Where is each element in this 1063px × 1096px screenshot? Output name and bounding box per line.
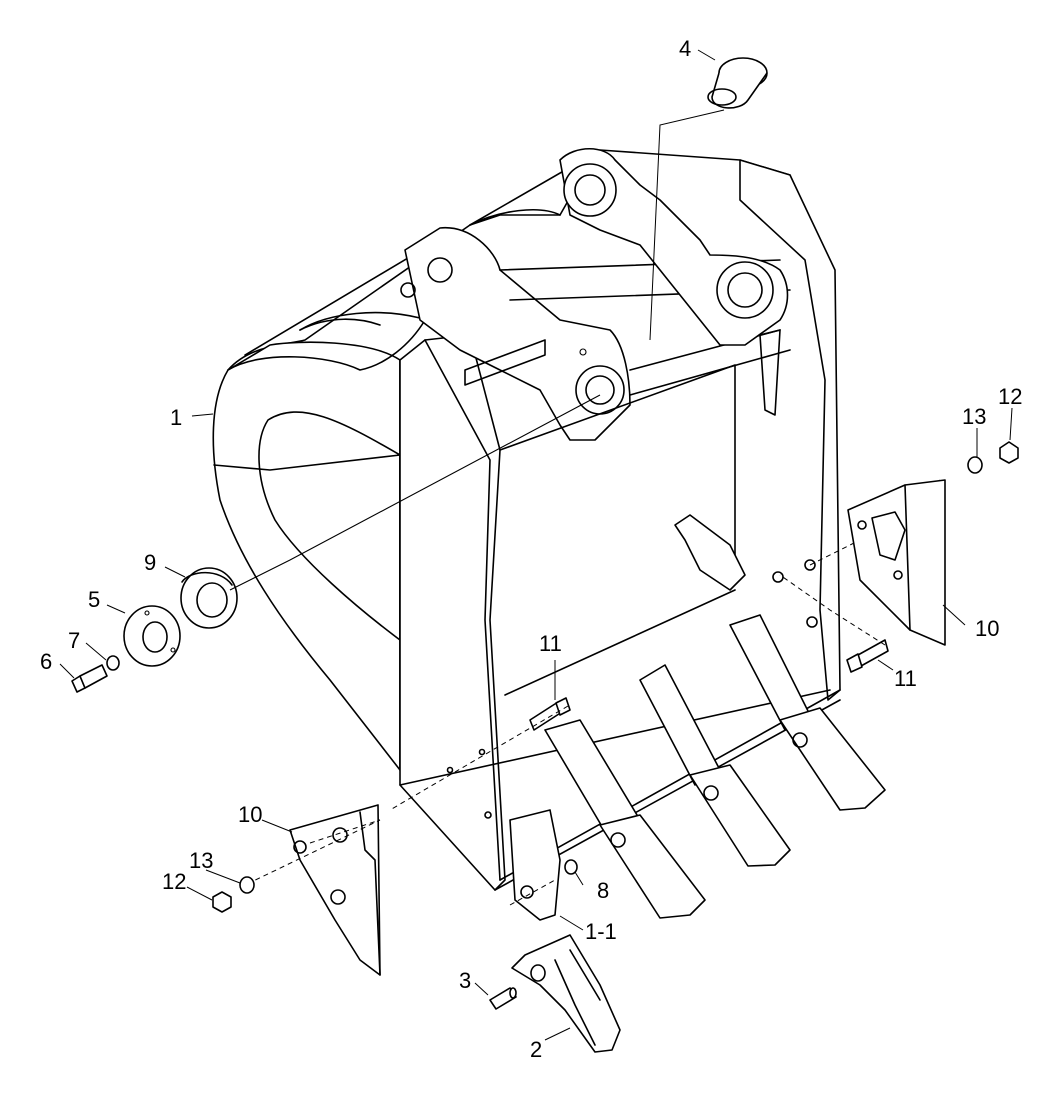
label-part-11-left: 11 <box>539 631 562 656</box>
label-part-7: 7 <box>68 628 80 653</box>
label-part-10-right: 10 <box>975 616 999 641</box>
label-part-10-left: 10 <box>238 802 262 827</box>
boss-parts <box>71 394 601 693</box>
label-part-4: 4 <box>679 36 691 61</box>
bucket-body-drawing <box>212 148 841 891</box>
label-part-3: 3 <box>459 968 471 993</box>
label-part-12-left: 12 <box>162 869 186 894</box>
label-part-6: 6 <box>40 649 52 674</box>
side-cutters <box>244 479 946 976</box>
label-part-11-right: 11 <box>894 666 917 691</box>
part-labels: 1 1-1 2 3 4 5 6 7 8 9 10 10 11 11 12 12 … <box>40 36 1022 1062</box>
label-part-13-left: 13 <box>189 848 213 873</box>
leader-lines <box>59 49 1013 1041</box>
label-part-8: 8 <box>597 878 609 903</box>
label-part-1-1: 1-1 <box>585 919 617 944</box>
label-part-5: 5 <box>88 587 100 612</box>
label-part-1: 1 <box>170 405 182 430</box>
label-part-2: 2 <box>530 1037 542 1062</box>
teeth-row <box>509 614 886 921</box>
nuts-washers <box>212 441 1019 913</box>
label-part-12-right: 12 <box>998 384 1022 409</box>
label-part-9: 9 <box>144 550 156 575</box>
label-part-13-right: 13 <box>962 404 986 429</box>
tooth-point-assembly <box>489 859 621 1053</box>
bushing-part-4 <box>649 57 768 341</box>
